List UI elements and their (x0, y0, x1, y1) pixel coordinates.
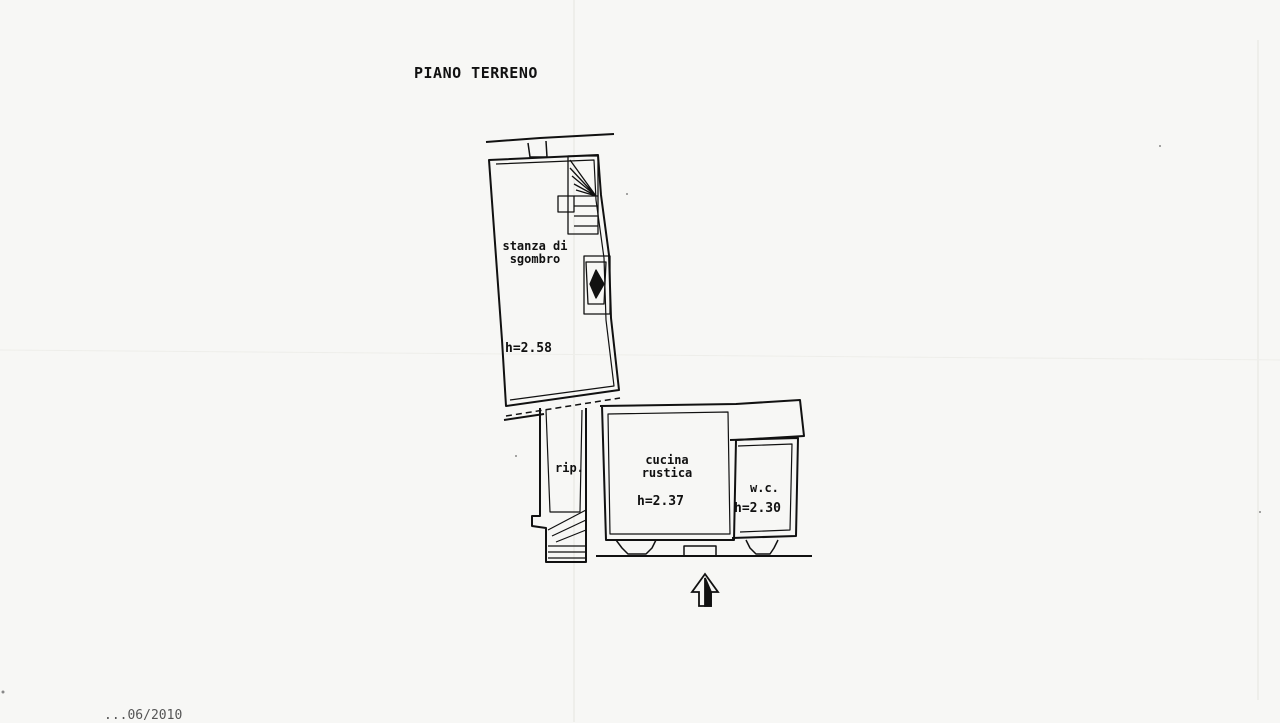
room-name-kitchen: cucina rustica (622, 454, 712, 480)
fireplace (583, 255, 611, 315)
kitchen-inner (607, 411, 731, 535)
street-edge-top (485, 133, 615, 143)
wc-walls (729, 437, 799, 539)
room-height-storage: h=2.58 (505, 341, 552, 356)
storage-room-walls (488, 154, 620, 407)
staircase (557, 155, 599, 235)
closet-inner (545, 409, 583, 513)
entrance-arrow-icon (690, 572, 720, 607)
closet-stair (547, 509, 587, 559)
room-height-kitchen: h=2.37 (637, 494, 684, 509)
room-name-kitchen-line1: cucina (645, 453, 689, 467)
room-name-wc: w.c. (750, 481, 779, 495)
storage-room-bottom (503, 413, 545, 421)
window-openings (615, 539, 779, 557)
room-name-storage-line1: stanza di (502, 239, 568, 253)
scan-specks (1, 145, 1261, 694)
closet-walls (531, 408, 587, 563)
room-name-closet: rip. (555, 461, 584, 475)
wc-inner (737, 443, 793, 533)
footer-mark: ...06/2010 (104, 708, 183, 723)
room-name-storage: stanza di sgombro (490, 240, 580, 266)
street-edge-top-detail (527, 140, 548, 158)
storage-room-inner-wall (495, 159, 615, 401)
plan-title: PIANO TERRENO (414, 64, 538, 82)
room-name-storage-line2: sgombro (509, 252, 561, 266)
room-height-wc: h=2.30 (734, 501, 781, 516)
room-name-kitchen-line2: rustica (641, 466, 693, 480)
